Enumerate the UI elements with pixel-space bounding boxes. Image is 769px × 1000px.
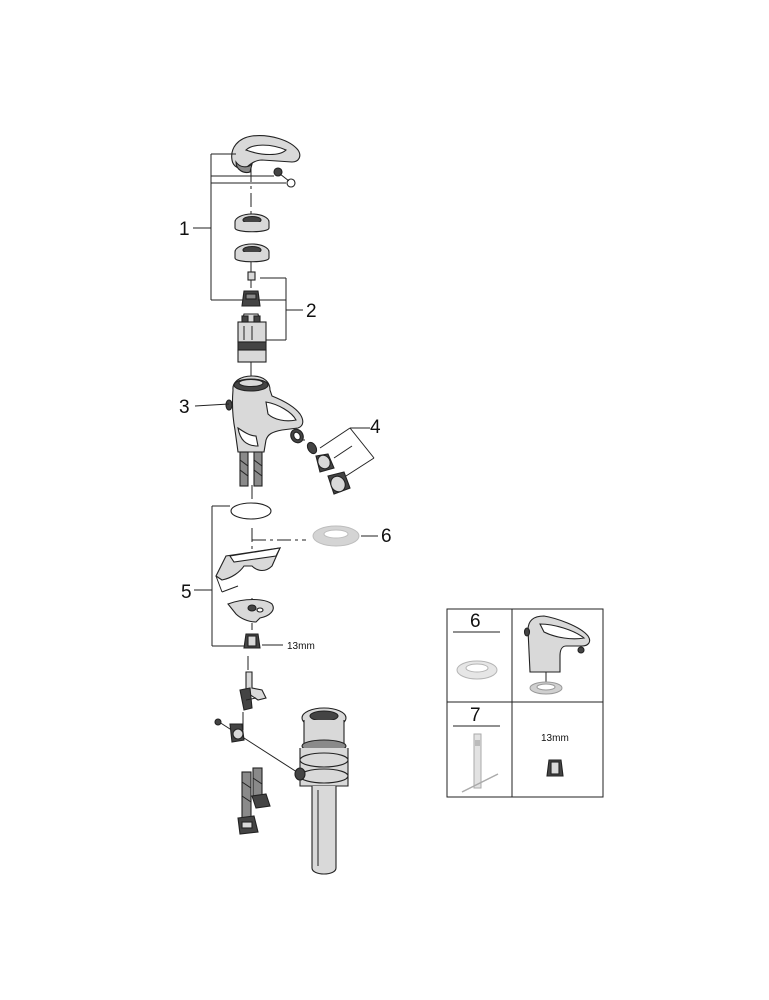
bracket-2 xyxy=(258,277,303,341)
inset-13mm-label: 13mm xyxy=(541,733,569,744)
spindle-adapter xyxy=(241,290,261,307)
inset-legend: 6 7 13mm xyxy=(446,608,604,798)
support-plate xyxy=(215,547,281,593)
callout-5: 5 xyxy=(181,582,192,603)
callout-2: 2 xyxy=(306,301,317,322)
inset-gasket xyxy=(456,660,498,680)
inset-nut xyxy=(546,759,564,777)
callout-4: 4 xyxy=(370,417,381,438)
inset-wrench-tool xyxy=(461,733,499,793)
cover-cap-lower xyxy=(234,243,270,263)
bracket-4 xyxy=(319,427,375,477)
cover-cap-upper xyxy=(234,213,270,233)
handle-screw xyxy=(273,167,296,188)
inset-mount-gasket xyxy=(529,681,563,695)
fixing-nut xyxy=(243,633,261,649)
faucet-body xyxy=(225,375,304,453)
body-hoses xyxy=(239,451,263,487)
supply-hoses xyxy=(237,767,271,835)
cartridge xyxy=(237,313,267,363)
inset-number-7: 7 xyxy=(470,705,481,726)
drain-pop-up xyxy=(294,707,349,875)
lift-rod-clamp xyxy=(239,671,267,711)
callout-6: 6 xyxy=(381,526,392,547)
inset-number-6: 6 xyxy=(470,611,481,632)
aerator-insert xyxy=(315,453,335,473)
pivot-rod xyxy=(214,712,301,775)
aerator-washer xyxy=(306,441,318,455)
bracket-5 xyxy=(194,505,244,647)
cartridge-screw xyxy=(247,271,256,288)
dimension-13mm: 13mm xyxy=(287,641,315,652)
aerator-housing xyxy=(327,471,351,495)
fixing-plate xyxy=(227,598,274,623)
inset-faucet-body xyxy=(523,615,591,673)
callout-3: 3 xyxy=(179,397,190,418)
lever-handle xyxy=(231,135,301,174)
callout-1: 1 xyxy=(179,219,190,240)
base-gasket xyxy=(312,525,360,547)
mounting-o-ring xyxy=(230,502,272,520)
bracket-1 xyxy=(193,153,286,301)
